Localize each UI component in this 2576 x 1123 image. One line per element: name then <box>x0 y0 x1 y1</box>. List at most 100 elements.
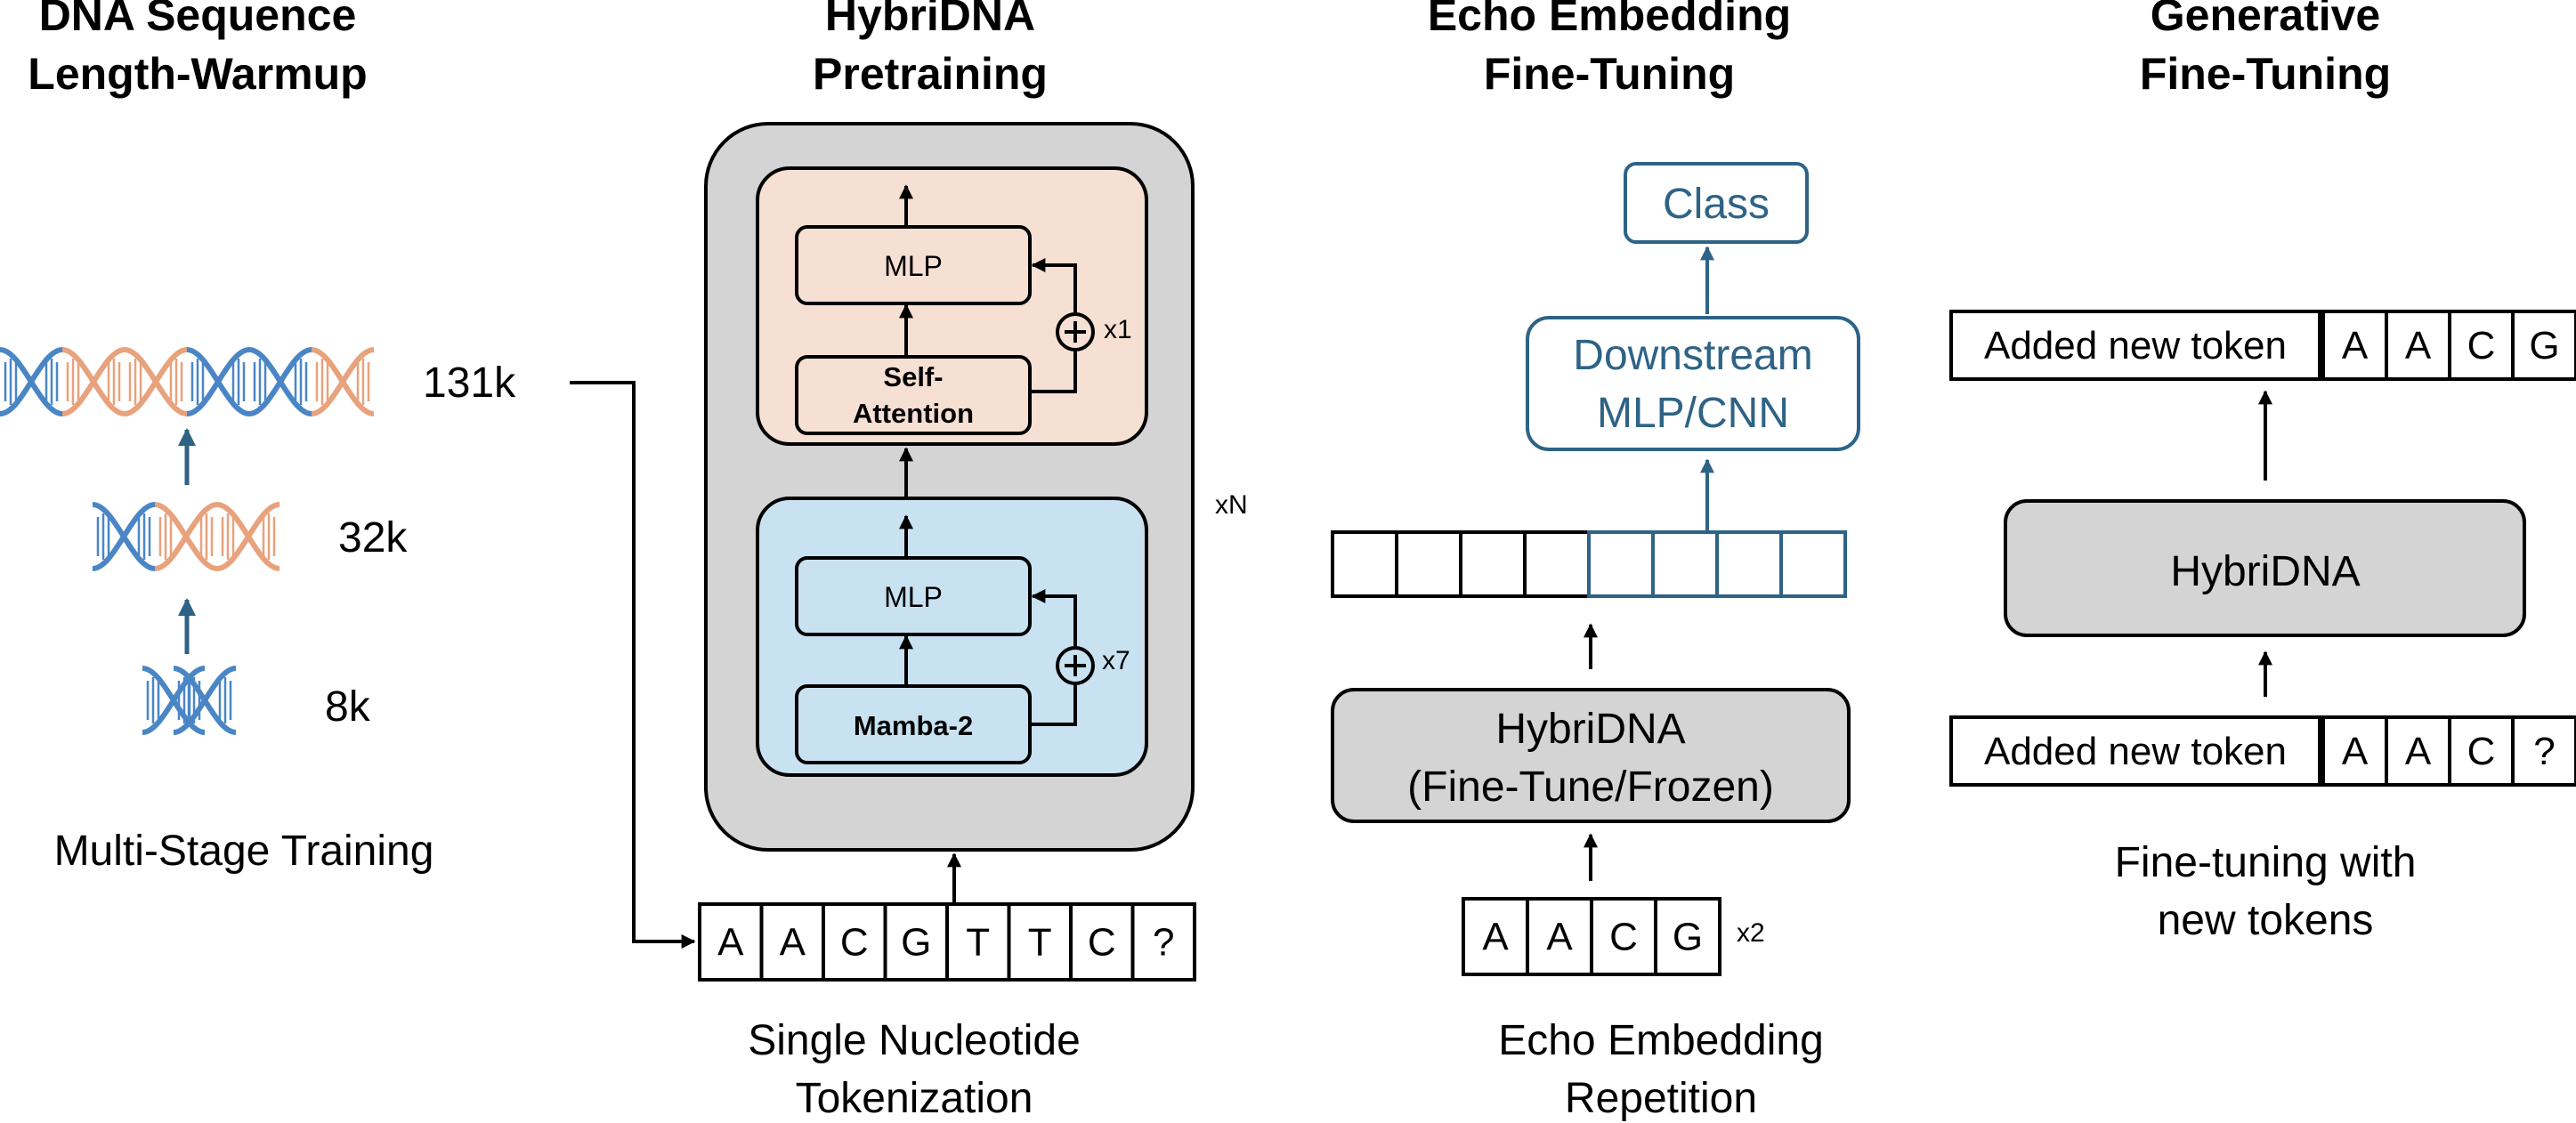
embedding-cell-echo <box>1779 530 1847 598</box>
embedding-cell <box>1395 530 1462 598</box>
generative-output-added-token-label: Added new token <box>1984 324 2287 368</box>
class-box <box>1624 162 1809 244</box>
mamba-mlp-label: MLP <box>884 581 943 613</box>
mamba-residual-arrow <box>1031 589 1077 648</box>
self-attention-label-1: Self- <box>883 361 943 392</box>
echo-token-cell <box>1462 897 1529 976</box>
echo-repeat-label: x2 <box>1737 918 1765 948</box>
pretraining-token-token: G <box>901 921 931 965</box>
embedding-cell-echo <box>1587 530 1655 598</box>
pretraining-token-token: C <box>840 921 869 965</box>
downstream-label-2: MLP/CNN <box>1597 390 1789 437</box>
generative-input-token-cell <box>2511 715 2576 787</box>
embedding-cell-echo <box>1651 530 1719 598</box>
attention-residual-line <box>1030 350 1077 393</box>
heading-pretraining-line-1: HybriDNA <box>825 0 1035 40</box>
embedding-cell <box>1331 530 1398 598</box>
generative-input-token-cell <box>2321 715 2388 787</box>
dna-helix-32k <box>93 505 279 569</box>
heading-echo-line-2: Fine-Tuning <box>1484 49 1735 99</box>
stage-label-8k: 8k <box>325 683 371 731</box>
generative-output-token-cell <box>2385 310 2451 381</box>
generative-caption-line-2: new tokens <box>2158 897 2374 944</box>
dna-helix-131k <box>0 350 374 414</box>
mamba-residual-add-icon <box>1056 646 1095 685</box>
generative-input-added-token-label: Added new token <box>1984 730 2287 773</box>
heading-generative-line-2: Fine-Tuning <box>2140 49 2391 99</box>
generative-output-token: A <box>2342 324 2369 368</box>
heading-warmup-line-2: Length-Warmup <box>28 49 367 99</box>
pretraining-token-token: A <box>780 921 806 965</box>
echo-model-label-2: (Fine-Tune/Frozen) <box>1407 763 1774 811</box>
mamba-repeat-label: x7 <box>1102 646 1130 675</box>
class-label: Class <box>1663 181 1770 228</box>
attention-mlp-label: MLP <box>884 250 943 282</box>
self-attention-label-2: Attention <box>853 398 974 429</box>
generative-output-token: C <box>2467 324 2496 368</box>
pretraining-token-cell <box>1130 902 1196 982</box>
pretraining-token-token: C <box>1088 921 1116 965</box>
echo-hybridna-box <box>1331 688 1851 823</box>
heading-pretraining-line-2: Pretraining <box>813 49 1048 99</box>
generative-hybridna-box <box>2004 499 2526 637</box>
attention-residual-add-icon <box>1056 312 1095 351</box>
echo-caption-line-1: Echo Embedding <box>1498 1017 1824 1064</box>
attention-repeat-label: x1 <box>1104 315 1132 344</box>
pretraining-token-token: A <box>717 921 744 965</box>
warmup-caption: Multi-Stage Training <box>54 828 434 875</box>
pretraining-caption-line-2: Tokenization <box>796 1075 1033 1122</box>
mamba-mlp-box <box>795 556 1032 636</box>
generative-output-token-cell <box>2448 310 2515 381</box>
generative-input-token-cell <box>2448 715 2515 787</box>
pretraining-token-cell <box>698 902 764 982</box>
echo-token-token: C <box>1609 916 1638 959</box>
generative-output-token: A <box>2405 324 2432 368</box>
embedding-cell <box>1459 530 1527 598</box>
mamba-residual-line <box>1030 683 1077 726</box>
echo-token-token: A <box>1546 916 1573 959</box>
generative-output-token-cell <box>2511 310 2576 381</box>
attention-mlp-box <box>795 225 1032 305</box>
pretraining-token-token: T <box>966 921 990 965</box>
embedding-cell <box>1523 530 1591 598</box>
generative-model-label: HybriDNA <box>2170 548 2360 595</box>
embedding-cell-row <box>1331 530 1847 598</box>
heading-echo-line-1: Echo Embedding <box>1428 0 1791 40</box>
pretraining-token-token: ? <box>1153 921 1174 965</box>
heading-generative-line-1: Generative <box>2151 0 2380 40</box>
heading-warmup: DNA Sequence Length-Warmup <box>28 0 367 99</box>
pretraining-token-cell <box>883 902 949 982</box>
heading-pretraining: HybriDNA Pretraining <box>813 0 1048 99</box>
stage-label-131k: 131k <box>423 360 516 407</box>
stage-label-32k: 32k <box>338 514 408 562</box>
generative-caption-line-1: Fine-tuning with <box>2115 839 2417 886</box>
pretraining-caption-line-1: Single Nucleotide <box>748 1017 1081 1064</box>
downstream-box <box>1526 316 1860 451</box>
echo-token-token: G <box>1673 916 1703 959</box>
echo-token-cell <box>1590 897 1657 976</box>
mamba-2-label: Mamba-2 <box>854 710 973 741</box>
pretraining-token-token: T <box>1028 921 1052 965</box>
generative-input-token: A <box>2405 730 2432 773</box>
self-attention-box <box>795 355 1032 435</box>
generative-input-added-token-cell <box>1949 715 2321 787</box>
generative-output-added-token-cell <box>1949 310 2321 381</box>
embedding-cell-echo <box>1715 530 1783 598</box>
attention-residual-arrow <box>1031 258 1077 314</box>
generative-input-token: C <box>2467 730 2496 773</box>
echo-token-cell <box>1654 897 1721 976</box>
heading-generative: Generative Fine-Tuning <box>2140 0 2391 99</box>
generative-output-token: G <box>2529 324 2559 368</box>
connector-arrow <box>570 381 696 949</box>
echo-caption-line-2: Repetition <box>1565 1075 1757 1122</box>
stack-repeat-label: xN <box>1215 490 1248 520</box>
generative-input-token: ? <box>2533 730 2555 773</box>
heading-echo: Echo Embedding Fine-Tuning <box>1428 0 1791 99</box>
generative-input-token: A <box>2342 730 2369 773</box>
heading-warmup-line-1: DNA Sequence <box>39 0 357 40</box>
